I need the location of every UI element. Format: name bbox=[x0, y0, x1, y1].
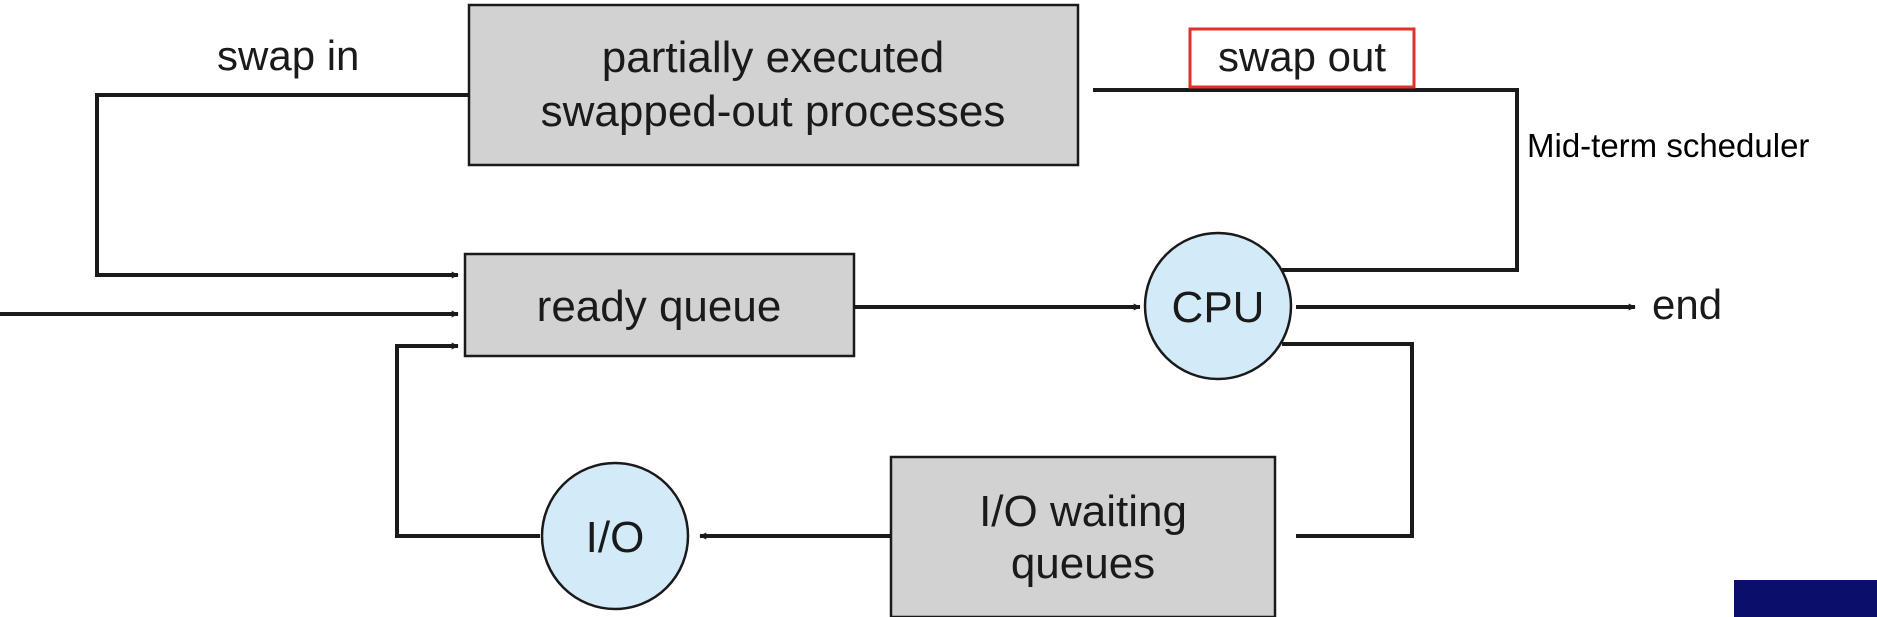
swap-out-line bbox=[1093, 88, 1519, 272]
mid-term-scheduler-label: Mid-term scheduler bbox=[1527, 127, 1809, 164]
swap-out-label: swap out bbox=[1218, 33, 1386, 80]
ready-queue-label: ready queue bbox=[537, 282, 782, 331]
io-waiting-queues-box bbox=[889, 455, 1277, 617]
cpu-node bbox=[1143, 231, 1293, 381]
ready-queue-box bbox=[463, 252, 856, 358]
io-node bbox=[540, 461, 690, 611]
swapped-box-line1: partially executed bbox=[602, 33, 944, 82]
swap-in-label: swap in bbox=[217, 32, 359, 79]
io-waiting-line1: I/O waiting bbox=[979, 487, 1187, 536]
swapped-box-line2: swapped-out processes bbox=[541, 87, 1006, 136]
io-to-ready-arrow bbox=[395, 342, 540, 538]
io-waiting-line2: queues bbox=[1011, 539, 1155, 588]
end-label: end bbox=[1652, 281, 1722, 328]
io-label: I/O bbox=[586, 513, 645, 562]
cpu-to-io-wait-line bbox=[1282, 342, 1414, 538]
corner-block bbox=[1734, 580, 1877, 617]
connectors bbox=[0, 88, 1636, 540]
swap-out-highlight bbox=[1188, 27, 1416, 89]
swap-in-arrow bbox=[95, 93, 468, 279]
cpu-label: CPU bbox=[1172, 283, 1265, 332]
swapped-out-processes-box bbox=[467, 3, 1080, 167]
